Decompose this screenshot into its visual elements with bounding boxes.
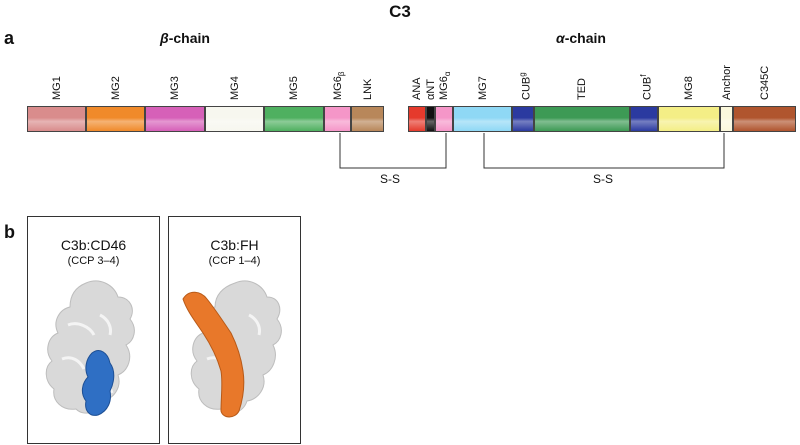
domain-mg2 [86, 106, 145, 132]
alpha-symbol: α [556, 30, 565, 46]
cd46-ligand [81, 350, 115, 416]
domain-anchor [720, 106, 733, 132]
domain-cubg [512, 106, 534, 132]
alpha-chain-text: -chain [564, 30, 606, 46]
disulfide-connectors [339, 133, 725, 169]
domain-mg5 [264, 106, 324, 132]
structure-image-fh [182, 280, 282, 418]
beta-chain-text: -chain [168, 30, 210, 46]
structure-image-cd46 [45, 280, 135, 416]
domain-mg7 [453, 106, 512, 132]
disulfide-line-beta-alpha [339, 133, 447, 169]
domain-mg3 [145, 106, 205, 132]
domain-cubf [630, 106, 658, 132]
box-subtitle-fh: (CCP 1–4) [208, 255, 261, 267]
disulfide-line-alpha [483, 133, 725, 169]
domain-lnk [351, 106, 384, 132]
panel-b-letter: b [4, 222, 15, 242]
domain-ant [426, 106, 435, 132]
domain-mg4 [205, 106, 264, 132]
domain-mg8 [658, 106, 720, 132]
structure-box-cd46: C3b:CD46 (CCP 3–4) [27, 216, 160, 444]
domain-mg1 [27, 106, 86, 132]
disulfide-label-1: S-S [380, 172, 401, 186]
disulfide-label-2: S-S [593, 172, 614, 186]
alpha-chain-label: α-chain [556, 30, 606, 46]
figure-title: C3 [389, 2, 411, 21]
box-title-cd46: C3b:CD46 [60, 237, 127, 253]
domain-c345c [733, 106, 796, 132]
box-title-fh: C3b:FH [210, 237, 259, 253]
panel-a-letter: a [4, 28, 15, 48]
fh-ligand [182, 291, 245, 418]
domain-mg6a [435, 106, 453, 132]
structure-box-fh: C3b:FH (CCP 1–4) [168, 216, 301, 444]
box-subtitle-cd46: (CCP 3–4) [67, 255, 120, 267]
domain-mg6b [324, 106, 351, 132]
domain-ted [534, 106, 630, 132]
beta-symbol: β [160, 30, 169, 46]
domain-ana [408, 106, 426, 132]
beta-chain-label: β-chain [160, 30, 210, 46]
